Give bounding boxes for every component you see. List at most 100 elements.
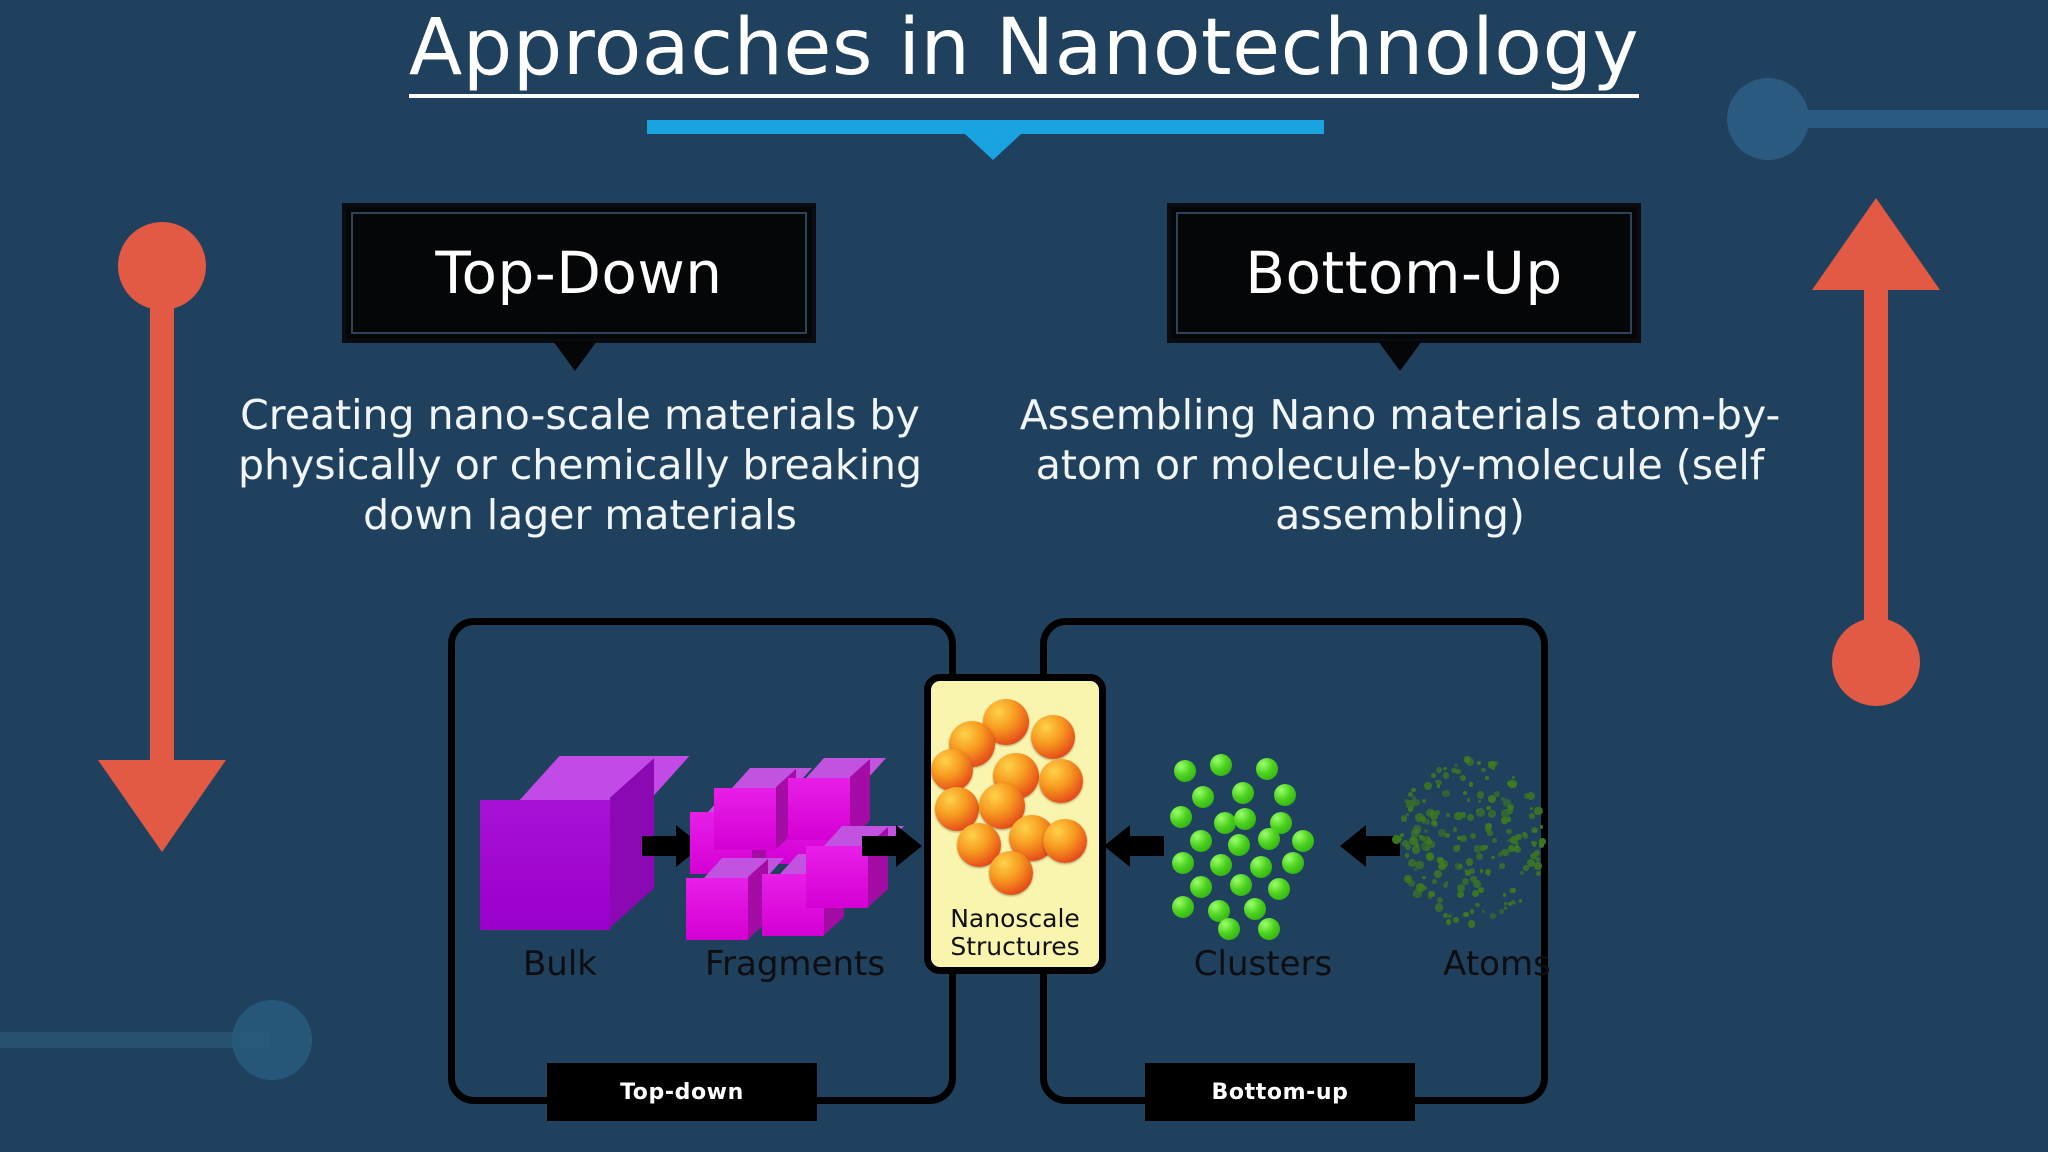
atom-dot [1508, 779, 1518, 789]
atom-dot [1464, 870, 1471, 876]
page-title: Approaches in Nanotechnology [408, 7, 1640, 98]
atom-dot [1453, 827, 1458, 832]
atom-dot [1415, 860, 1424, 870]
atom-dot [1391, 835, 1401, 844]
atom-dot [1471, 889, 1480, 898]
atom-dot [1454, 763, 1458, 768]
atom-dot [1436, 784, 1441, 788]
atom-dot [1526, 791, 1536, 801]
atom-dot [1407, 858, 1416, 867]
atom-dot [1424, 782, 1432, 790]
atom-dot [1479, 868, 1484, 873]
atom-dot [1486, 806, 1491, 811]
header-box-tail-bottom-up [1378, 341, 1422, 371]
atom-dot [1432, 879, 1437, 884]
atom-dot [1468, 782, 1473, 787]
title-accent-triangle-icon [965, 134, 1021, 160]
arrow-shaft [642, 836, 676, 856]
atom-dot [1491, 856, 1495, 860]
atom-dot [1460, 835, 1467, 842]
atom-dot [1530, 853, 1537, 860]
atom-dot [1511, 775, 1515, 779]
atom-dot [1425, 851, 1434, 860]
diagram-tag-bottom-up: Bottom-up [1145, 1063, 1415, 1121]
atom-dot [1408, 807, 1414, 813]
atom-dot [1452, 844, 1461, 853]
atom-dot [1469, 868, 1476, 875]
atom-dot [1405, 844, 1412, 851]
atom-dot [1482, 909, 1486, 913]
atom-dot [1477, 886, 1485, 894]
atom-dot [1428, 841, 1436, 848]
diagram-label-clusters: Clusters [1193, 944, 1333, 984]
atom-dot [1463, 868, 1467, 872]
bulk-cube-icon [460, 750, 690, 940]
atom-dot [1539, 838, 1546, 845]
diagram-label-fragments: Fragments [704, 944, 886, 984]
atom-dot [1463, 911, 1469, 918]
bottom-up-direction-arrow-icon [1812, 198, 1940, 706]
atom-dot [1465, 857, 1474, 866]
diagram-node-fragments: Fragments [680, 750, 910, 984]
atom-dot [1425, 808, 1435, 818]
atom-dot [1509, 836, 1518, 844]
atom-dot [1446, 813, 1450, 817]
atom-dot [1473, 845, 1482, 853]
atom-dot [1413, 889, 1422, 898]
atom-dot [1442, 772, 1449, 779]
arrow-circle-cap [1832, 618, 1920, 706]
atom-dot [1411, 845, 1421, 854]
atom-dot [1519, 871, 1524, 876]
atom-dot [1472, 880, 1481, 889]
atom-dot [1462, 878, 1470, 886]
atom-dot [1501, 809, 1510, 818]
atom-dot [1424, 819, 1431, 825]
atom-dot [1508, 902, 1513, 907]
atom-dot [1436, 856, 1441, 861]
atom-dot [1457, 891, 1465, 899]
atom-dot [1501, 817, 1508, 824]
atom-dot [1491, 837, 1498, 844]
atom-dot [1533, 861, 1542, 870]
atom-dot [1470, 832, 1477, 840]
atom-dot [1511, 899, 1516, 904]
atom-dots-icon [1391, 750, 1602, 940]
decor-line-bottom-left [0, 1032, 270, 1048]
atom-dot [1414, 842, 1420, 848]
arrow-shaft [862, 836, 896, 856]
arrow-shaft [1130, 836, 1164, 856]
atom-dot [1506, 828, 1513, 835]
atom-dot [1411, 835, 1416, 840]
header-box-tail-top-down [553, 341, 597, 371]
atom-dot [1485, 826, 1491, 832]
atom-dot [1538, 842, 1545, 849]
atom-dot [1476, 808, 1486, 818]
atom-dot [1518, 899, 1523, 903]
atom-dot [1522, 833, 1529, 839]
decor-line-top-right [1805, 110, 2048, 128]
atom-dot [1404, 874, 1413, 883]
atom-dot [1466, 814, 1474, 822]
atom-dot [1475, 902, 1480, 907]
atom-dot [1499, 863, 1505, 869]
atom-dot [1416, 883, 1425, 892]
diagram-node-bulk: Bulk [460, 750, 690, 984]
atom-dot [1399, 832, 1405, 838]
atom-dot [1487, 760, 1496, 770]
diagram-label-nanoscale-structures: Nanoscale Structures [931, 905, 1099, 961]
atom-dot [1484, 823, 1492, 831]
atom-dot [1477, 800, 1481, 804]
atom-dot [1409, 836, 1419, 846]
atom-dot [1402, 840, 1410, 848]
atom-dot [1515, 834, 1522, 841]
atom-dot [1508, 845, 1515, 852]
arrow-head-left-icon [1104, 825, 1130, 867]
process-diagram: Bulk Fragments [432, 610, 1632, 1130]
atom-dot [1445, 833, 1450, 838]
atom-dot [1476, 809, 1480, 813]
atom-dot [1503, 799, 1511, 807]
atom-dot [1435, 780, 1439, 784]
atom-dot [1539, 825, 1544, 829]
arrow-head-up-icon [1812, 198, 1940, 290]
atom-dot [1434, 903, 1444, 912]
